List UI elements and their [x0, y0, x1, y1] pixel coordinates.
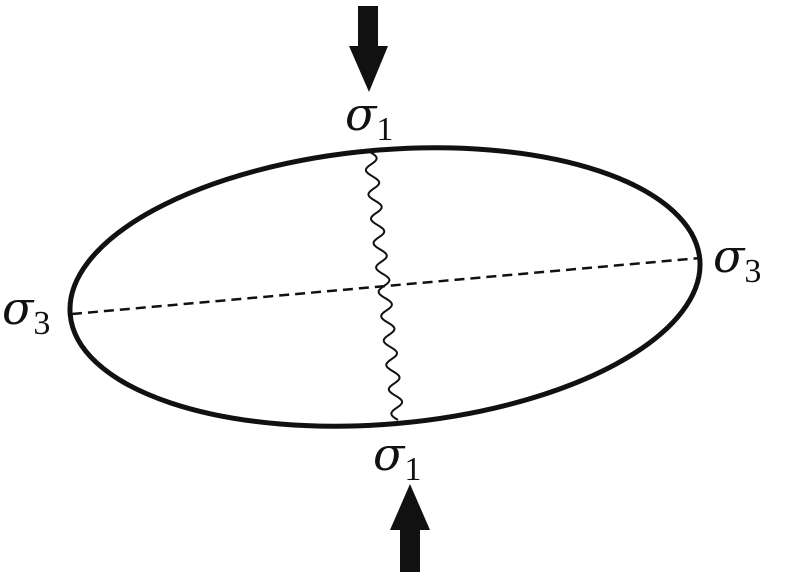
up-arrow-icon — [390, 484, 430, 572]
down-arrow-icon — [349, 6, 388, 92]
label-left-subscript: 3 — [33, 305, 50, 342]
label-right-subscript: 3 — [744, 253, 761, 290]
label-bottom-symbol: σ — [373, 427, 406, 481]
dashed-line — [71, 256, 701, 316]
label-top-symbol: σ — [345, 87, 378, 141]
label-bottom-subscript: 1 — [404, 451, 421, 488]
wavy-line — [364, 151, 404, 421]
label-left-sigma3: σ3 — [2, 281, 50, 342]
label-top-subscript: 1 — [376, 111, 393, 148]
label-top-sigma1: σ1 — [345, 87, 393, 148]
stress-ellipse — [67, 145, 703, 429]
label-bottom-sigma1: σ1 — [373, 427, 421, 488]
label-right-symbol: σ — [713, 229, 746, 283]
label-right-sigma3: σ3 — [713, 229, 761, 290]
label-left-symbol: σ — [2, 281, 35, 335]
